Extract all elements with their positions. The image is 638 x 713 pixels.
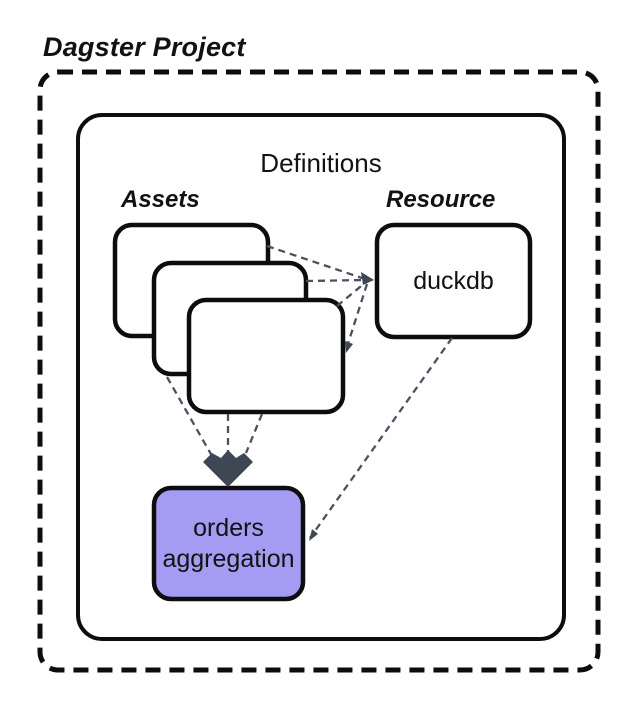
project-boundary bbox=[37, 69, 601, 673]
asset-card-3 bbox=[186, 297, 346, 415]
orders-aggregation-node-label: orders aggregation bbox=[154, 488, 303, 599]
duckdb-box bbox=[374, 222, 533, 340]
edge-asset1-duckdb bbox=[266, 244, 366, 281]
edge-duckdb-asset3 bbox=[344, 283, 369, 351]
edge-asset3-duckdb bbox=[336, 281, 367, 307]
duckdb-arrowhead-icon bbox=[361, 272, 374, 285]
definitions-label: Definitions bbox=[260, 148, 382, 178]
assets-group-label: Assets bbox=[121, 186, 200, 213]
edge-asset3-aggregation-right bbox=[244, 413, 264, 454]
resource-group-label: Resource bbox=[386, 186, 496, 213]
orders-aggregation-line-1: orders bbox=[193, 513, 264, 542]
edge-duckdb-aggregation bbox=[309, 337, 453, 539]
edge-asset2-aggregation bbox=[166, 376, 213, 457]
orders-aggregation-line-2: aggregation bbox=[162, 544, 295, 573]
asset3-arrowhead-icon bbox=[345, 341, 353, 353]
aggregation-side-arrowhead-icon bbox=[309, 529, 318, 541]
edge-asset2-duckdb bbox=[305, 278, 366, 283]
fan-arrowhead-icon bbox=[203, 450, 253, 487]
duckdb-node-label: duckdb bbox=[413, 266, 494, 295]
definitions-box bbox=[76, 113, 566, 641]
orders-aggregation-box bbox=[151, 485, 306, 602]
diagram-title: Dagster Project bbox=[43, 32, 246, 62]
